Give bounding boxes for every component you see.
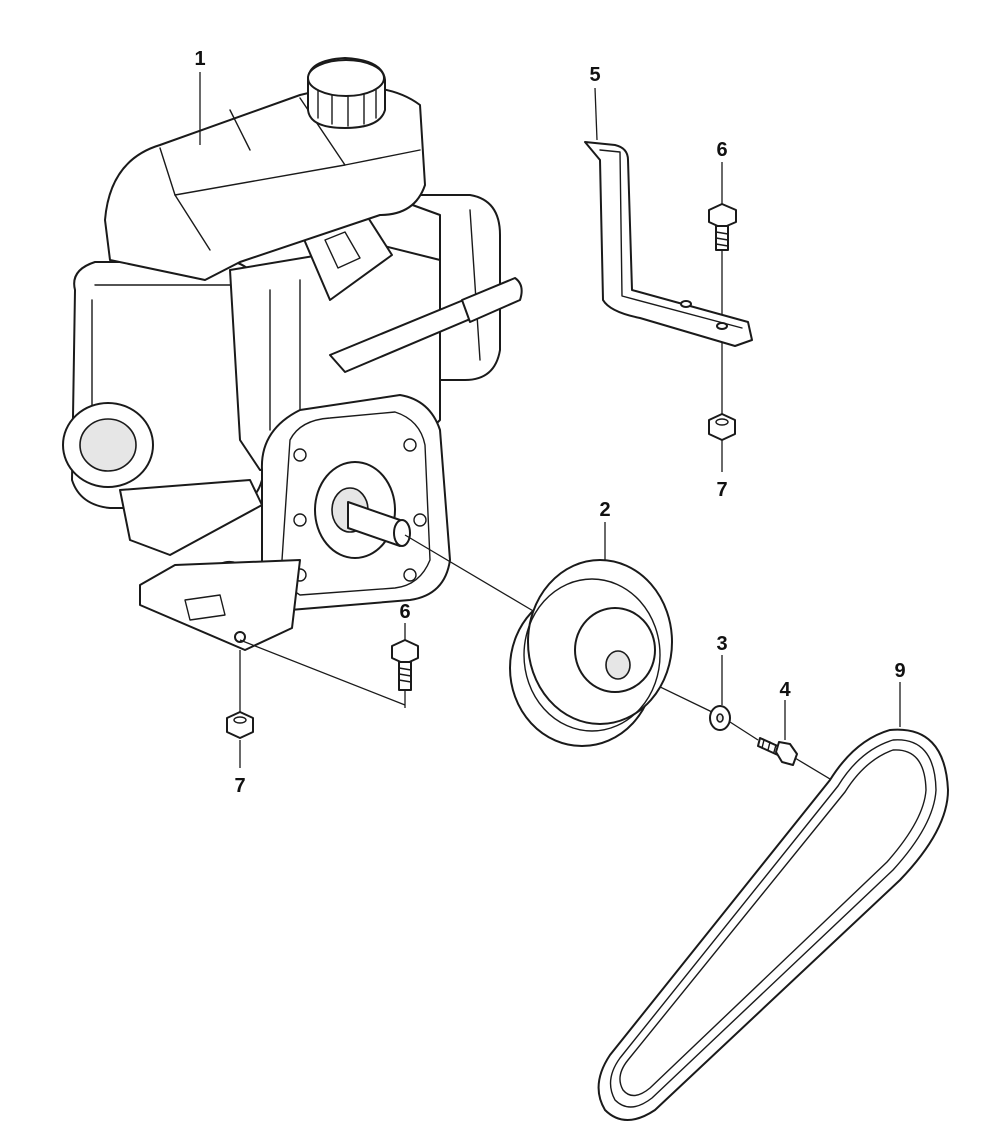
callout-labels: 1 5 6 7 2 6 3 9 4 7 [194, 48, 905, 797]
callout-4: 4 [779, 679, 791, 701]
bolt-lower [391, 639, 419, 691]
callout-7-upper: 7 [716, 479, 727, 501]
callout-1: 1 [194, 48, 205, 70]
callout-2: 2 [599, 499, 610, 521]
callout-6-lower: 6 [399, 601, 410, 623]
v-belt [597, 728, 949, 1121]
callout-7-lower: 7 [234, 775, 245, 797]
leader-lines [199, 72, 901, 816]
flange-nut-lower [226, 711, 254, 739]
support-bracket [584, 141, 753, 347]
callout-6-upper: 6 [716, 139, 727, 161]
flange-nut-upper [708, 413, 736, 441]
callout-5: 5 [589, 64, 600, 86]
callout-3: 3 [716, 633, 727, 655]
callout-9: 9 [894, 660, 905, 682]
bolt-upper [708, 203, 737, 251]
washer [709, 705, 731, 731]
engine [62, 57, 523, 651]
pulley-bolt [757, 737, 798, 766]
pulley [509, 559, 673, 747]
